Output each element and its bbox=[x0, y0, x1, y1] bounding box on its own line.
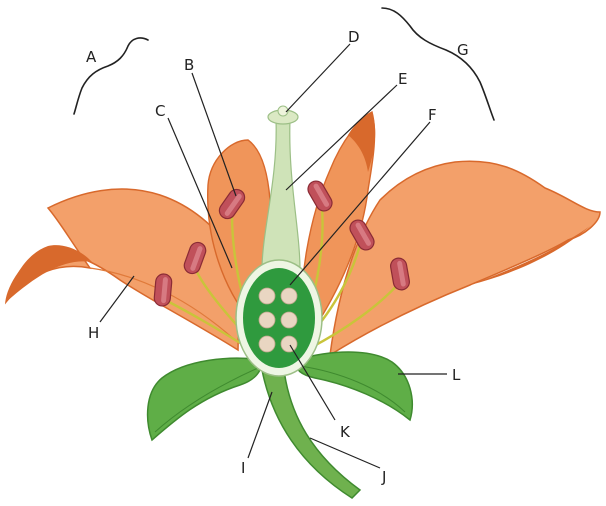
sepal-right-vein bbox=[299, 365, 406, 413]
petal-right bbox=[329, 160, 601, 357]
sepal-left-vein bbox=[154, 367, 259, 433]
label-g: G bbox=[457, 41, 469, 59]
label-k: K bbox=[340, 423, 351, 441]
label-e: E bbox=[398, 70, 407, 88]
label-b: B bbox=[184, 56, 194, 74]
label-a: A bbox=[86, 48, 97, 66]
anthers bbox=[153, 180, 410, 307]
label-j: J bbox=[381, 468, 386, 486]
label-l: L bbox=[452, 366, 461, 384]
leader-lines bbox=[99, 43, 447, 469]
sepal-right bbox=[294, 351, 413, 422]
label-c: C bbox=[155, 102, 165, 120]
petal-left-curl bbox=[6, 245, 92, 302]
sepal-left bbox=[146, 357, 263, 442]
brace-g bbox=[381, 7, 495, 121]
label-h: H bbox=[88, 324, 99, 342]
label-d: D bbox=[348, 28, 360, 46]
stem bbox=[261, 369, 362, 499]
stigma bbox=[267, 105, 299, 125]
label-i: I bbox=[241, 459, 245, 477]
brace-a bbox=[73, 37, 149, 115]
label-f: F bbox=[428, 106, 437, 124]
ovary-inner bbox=[243, 268, 315, 368]
petal-back-right-curl bbox=[348, 112, 376, 172]
ovules bbox=[258, 287, 298, 353]
